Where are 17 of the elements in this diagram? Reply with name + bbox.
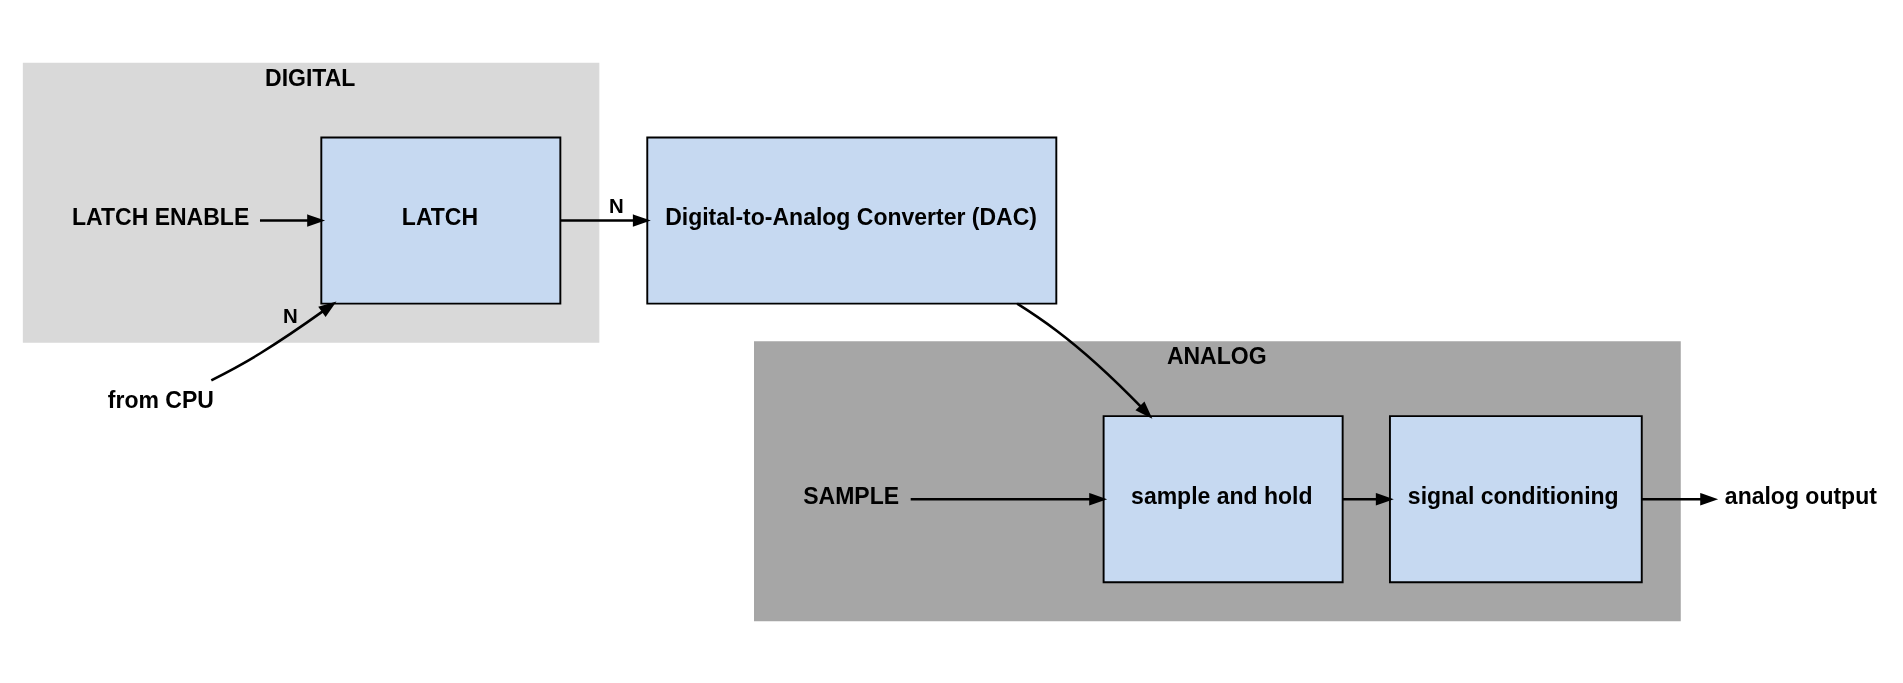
node-box: LATCH: [320, 136, 562, 305]
node-text: LATCH ENABLE: [72, 203, 250, 230]
arrow: [560, 213, 651, 227]
node-box: sample and hold: [1102, 414, 1344, 583]
edge-label: N: [282, 303, 298, 327]
arrow: [259, 213, 326, 227]
arrow: [1642, 492, 1719, 505]
edge-label: N: [608, 193, 624, 217]
arrow: [1016, 302, 1153, 419]
node-box: signal conditioning: [1389, 414, 1643, 583]
node-box: Digital-to-Analog Converter (DAC): [646, 136, 1058, 305]
arrow: [1342, 492, 1394, 505]
node-text: SAMPLE: [803, 482, 900, 509]
node-text: from CPU: [107, 386, 214, 413]
arrow: [910, 492, 1108, 505]
arrow: [210, 300, 337, 381]
node-text: analog output: [1724, 482, 1877, 509]
